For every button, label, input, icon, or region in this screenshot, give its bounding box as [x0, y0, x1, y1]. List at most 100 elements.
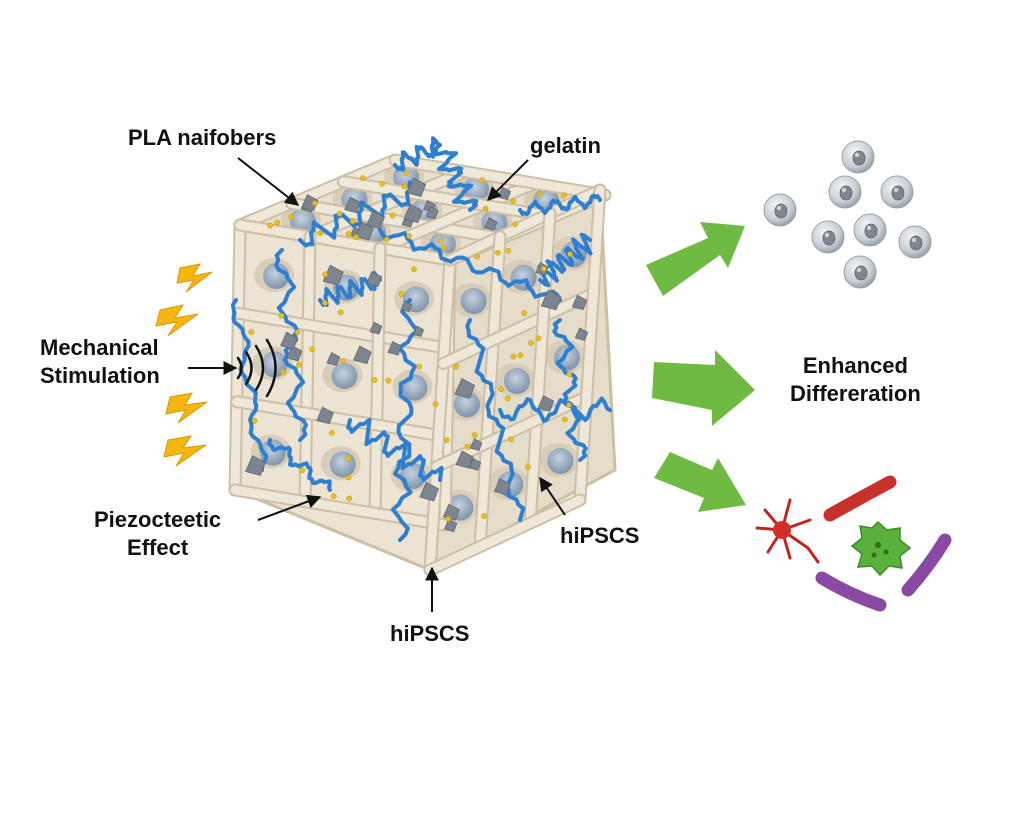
gelatin-chunk [443, 518, 458, 533]
lightning-bolt-icon [176, 263, 213, 293]
yellow-particle [312, 200, 318, 207]
yellow-particle [479, 177, 486, 183]
gelatin-chunk [425, 206, 439, 219]
yellow-particle [296, 361, 302, 368]
rod-cell-red [823, 475, 897, 522]
gelatin-chunk [484, 217, 498, 231]
yellow-particle [389, 212, 396, 219]
yellow-particle [437, 237, 444, 244]
yellow-particle [508, 436, 514, 443]
embedded-cell [401, 374, 428, 401]
lattice-strut [235, 155, 400, 230]
stem-cell-nucleolus [824, 232, 830, 238]
label-pla-nanofibers: PLA naifobers [128, 125, 277, 150]
lattice-strut [232, 397, 452, 442]
yellow-particle [510, 353, 517, 360]
stem-cell-nucleus [854, 265, 868, 281]
yellow-particle [505, 247, 512, 254]
lattice-strut [230, 485, 450, 530]
yellow-particle [464, 443, 471, 450]
lattice-strut [300, 232, 315, 507]
gelatin-chunk [322, 264, 344, 286]
embedded-cell [510, 264, 537, 291]
yellow-particle [278, 313, 285, 319]
label-mechanical-stimulation: Mechanical Stimulation [40, 334, 160, 390]
stem-cell-nucleus [852, 150, 866, 166]
yellow-particle [294, 329, 301, 336]
lattice-strut [235, 220, 455, 265]
label-gelatin: gelatin [530, 133, 601, 158]
nanofiber [431, 143, 479, 212]
yellow-particle [340, 358, 347, 364]
label-hipscs-bottom: hiPSCS [390, 621, 470, 646]
lattice-strut [425, 495, 585, 575]
differentiated-cells [755, 475, 952, 612]
gelatin-chunk [455, 450, 474, 469]
yellow-particle [566, 402, 572, 408]
gelatin-chunk [354, 221, 374, 241]
stem-cell-nucleolus [911, 237, 917, 243]
yellow-particle [385, 377, 392, 384]
stem-cell-nucleolus [854, 152, 860, 158]
gelatin-chunk [286, 345, 303, 362]
yellow-particle [288, 214, 295, 220]
gelatin-chunk [353, 345, 372, 365]
yellow-particle [528, 340, 534, 346]
stem-cell-nucleus [864, 223, 878, 239]
gelatin-particles [245, 177, 589, 533]
yellow-particle [309, 346, 315, 353]
gelatin-chunk [316, 406, 334, 425]
yellow-particle [267, 222, 274, 229]
yellow-particle [317, 230, 324, 237]
label-hipscs-right: hiPSCS [560, 523, 640, 548]
yellow-particle [432, 401, 439, 408]
label-enhanced-line2: Differeration [790, 381, 921, 406]
yellow-particle [521, 310, 528, 317]
gelatin-chunk [403, 203, 423, 224]
gelatin-chunk [469, 438, 483, 451]
nanofiber [393, 136, 442, 172]
stem-cell-nucleolus [856, 267, 862, 273]
yellow-particle [322, 271, 329, 278]
arrow-pla [237, 157, 300, 206]
yellow-particle [471, 432, 478, 438]
yellow-particle [401, 183, 408, 190]
arrow-piezo [257, 494, 322, 521]
yellow-particle [541, 265, 547, 272]
gelatin-chunk [454, 378, 476, 399]
stem-cell-nucleolus [893, 187, 899, 193]
yellow-particle [402, 170, 409, 176]
lightning-bolt-icon [165, 392, 208, 424]
gelatin-chunk [406, 177, 427, 197]
yellow-particle [328, 430, 335, 436]
green-arrows [646, 222, 755, 512]
yellow-particle [274, 219, 281, 226]
rod-cell-purple-right [901, 533, 952, 597]
gelatin-chunk [493, 478, 511, 496]
nanofiber [378, 228, 562, 302]
yellow-particle [443, 437, 450, 444]
sound-wave-icon [236, 338, 277, 398]
label-enhanced-line1: Enhanced [802, 353, 908, 378]
green-cell [850, 520, 912, 577]
nanofiber [537, 232, 593, 288]
scaffold-cube [228, 136, 617, 577]
yellow-particle [517, 352, 524, 359]
arrow-gelatin [487, 159, 529, 201]
lightning-bolt-icon [163, 435, 207, 467]
lattice-strut [390, 155, 610, 200]
label-enhanced-differentiation: Enhanced Differeration [790, 352, 921, 408]
pointer-arrows [188, 157, 566, 612]
embedded-cell [547, 448, 574, 474]
green-arrow-icon [652, 350, 755, 426]
label-piezo-effect: Piezocteetic Effect [94, 506, 221, 562]
lightning-bolt-icon [155, 304, 199, 337]
gelatin-chunk [344, 196, 361, 214]
lattice-strut [233, 308, 453, 353]
lattice-strut [445, 185, 605, 265]
pla-nanofibers [230, 136, 612, 542]
yellow-particle [525, 464, 531, 470]
embedded-cell [289, 208, 316, 234]
